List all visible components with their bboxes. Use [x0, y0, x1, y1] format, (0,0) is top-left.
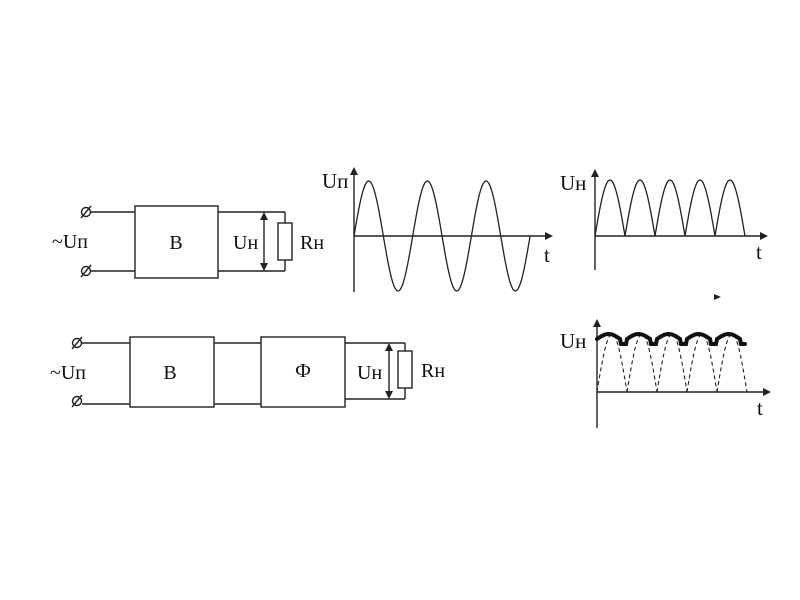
filter-block [260, 336, 346, 408]
schematic-rectifier-filter: ~Uп В Ф Uн Rн [50, 336, 445, 408]
y-axis-label: Uн [560, 329, 586, 353]
y-axis-label: Uп [322, 169, 348, 193]
rectifier-block-label: В [169, 232, 182, 254]
input-terminal-bottom [80, 264, 92, 278]
rectifier-block-label: В [163, 362, 176, 384]
load-resistor [397, 350, 413, 389]
x-axis-label: t [756, 240, 762, 264]
load-resistor-label: Rн [421, 360, 445, 382]
load-voltage-label: Uн [357, 362, 382, 384]
graph-input-voltage: Uп t [322, 167, 553, 292]
load-resistor-label: Rн [300, 232, 324, 254]
graph-filtered-voltage: Uн t [560, 319, 771, 428]
x-axis-label: t [544, 243, 550, 267]
y-axis-label: Uн [560, 171, 586, 195]
rectifier-block [134, 205, 219, 279]
input-sine-wave [353, 180, 531, 292]
input-terminal-top [71, 336, 83, 350]
load-voltage-label: Uн [233, 232, 258, 254]
filtered-ripple-wave [595, 332, 747, 346]
load-resistor [277, 222, 293, 261]
arrow-mark [714, 294, 721, 300]
rectified-wave [594, 179, 746, 237]
input-voltage-label: ~Uп [52, 231, 88, 253]
input-voltage-label: ~Uп [50, 362, 86, 384]
schematic-rectifier: ~Uп В Uн Rн [52, 205, 324, 279]
graph-rectified-voltage: Uн t [560, 169, 768, 270]
x-axis-label: t [757, 396, 763, 420]
filter-block-label: Ф [295, 360, 311, 382]
input-terminal-bottom [71, 394, 83, 408]
rectifier-block [129, 336, 215, 408]
input-terminal-top [80, 205, 92, 219]
